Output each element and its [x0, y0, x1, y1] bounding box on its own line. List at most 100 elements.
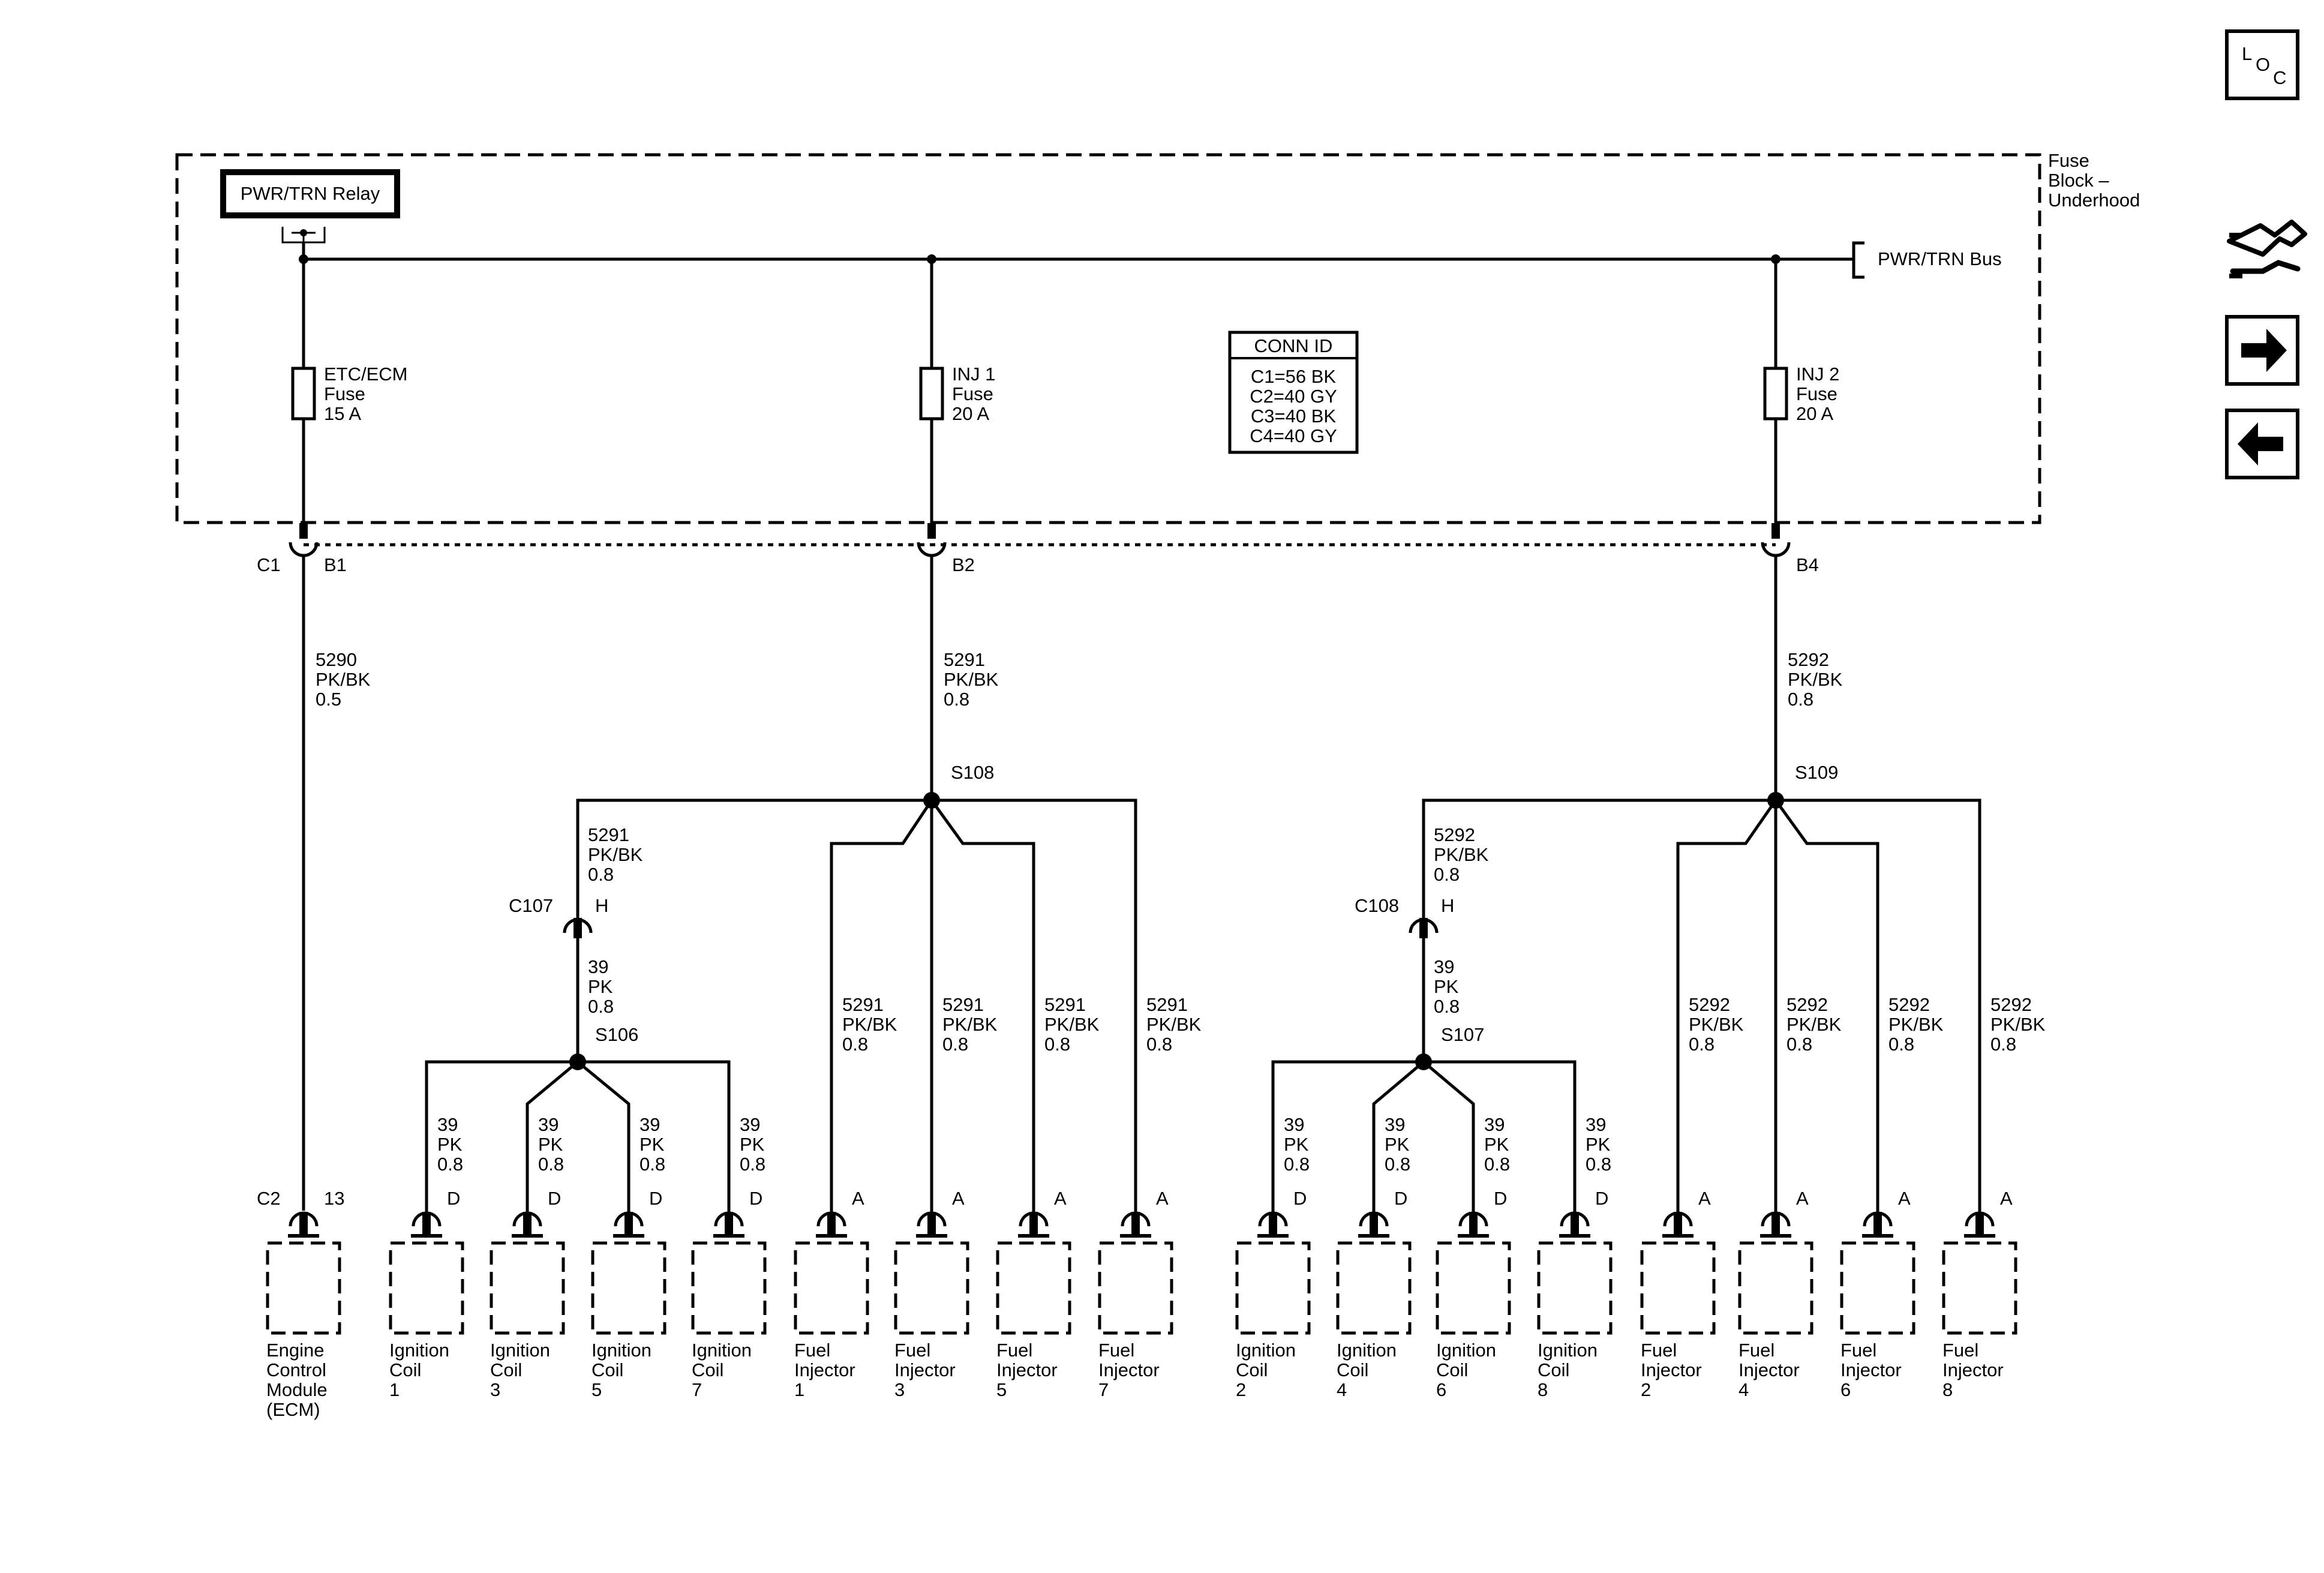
next-page-button[interactable] — [2225, 315, 2299, 386]
component-10-box — [1336, 1241, 1412, 1335]
component-2-label-3: 3 — [490, 1379, 500, 1400]
s108-branch-injector-5 — [930, 799, 1035, 1212]
component-2-wire-label-2: PK — [538, 1134, 563, 1155]
component-4-box — [691, 1241, 767, 1335]
component-12-label-2: Coil — [1538, 1359, 1569, 1380]
fuse-block-label-1: Fuse — [2048, 150, 2089, 171]
component-8-label-3: 7 — [1098, 1379, 1109, 1400]
component-3-pin-label: D — [649, 1188, 662, 1209]
s109-branch-injector-2 — [1676, 799, 1777, 1212]
component-2-pin-label: D — [548, 1188, 561, 1209]
component-3-label-2: Coil — [591, 1359, 623, 1380]
component-3-pin-block — [624, 1212, 633, 1236]
loc-letter-l: L — [2242, 43, 2252, 64]
connector-c107-label: C107 — [509, 895, 553, 916]
component-6-pin-block — [927, 1212, 936, 1236]
s107-feed-label-1: 39 — [1434, 956, 1454, 977]
component-16-wire-label-2: PK/BK — [1990, 1014, 2046, 1035]
conn-id-table: CONN ID C1=56 BK C2=40 GY C3=40 BK C4=40… — [1228, 331, 1359, 454]
ecm-pin-13-label: 13 — [324, 1188, 344, 1209]
component-0-box — [266, 1241, 341, 1335]
component-6-label-3: 3 — [894, 1379, 905, 1400]
connector-c108-label: C108 — [1355, 895, 1399, 916]
component-3-box — [591, 1241, 666, 1335]
s106-feed-label-1: 39 — [588, 956, 608, 977]
s107-branch-coil-6 — [1422, 1061, 1475, 1212]
wire-5291-label-3: 0.8 — [944, 689, 969, 710]
component-4-wire-label-3: 0.8 — [740, 1154, 765, 1175]
component-5-label-1: Fuel — [794, 1340, 830, 1361]
fuse-2-label-1: INJ 1 — [952, 364, 995, 385]
component-12-pin-label: D — [1595, 1188, 1608, 1209]
wiring-harness-icon[interactable] — [2227, 220, 2307, 278]
component-16-pin-block — [1975, 1212, 1984, 1236]
s109-branch-coils — [1422, 798, 1776, 918]
s108-branch-injector-7 — [932, 798, 1137, 1212]
component-7-label-2: Injector — [996, 1359, 1058, 1380]
wire-5290-label-3: 0.5 — [316, 689, 341, 710]
component-13-pin-block — [1674, 1212, 1682, 1236]
component-8-pin-block — [1131, 1212, 1140, 1236]
component-12-label-3: 8 — [1538, 1379, 1548, 1400]
component-14-wire-label-3: 0.8 — [1786, 1034, 1812, 1055]
c107-wire-label-1: 5291 — [588, 824, 629, 845]
component-6-wire-label-1: 5291 — [942, 994, 984, 1015]
conn-id-line-4: C4=40 GY — [1250, 425, 1337, 446]
fuse-2-label-2: Fuse — [952, 383, 993, 404]
splice-s108-label: S108 — [951, 762, 994, 783]
component-5-wire-label-2: PK/BK — [842, 1014, 897, 1035]
s106-branch-coil-7 — [578, 1060, 731, 1212]
component-6-box — [894, 1241, 969, 1335]
component-1-wire-label-2: PK — [437, 1134, 463, 1155]
component-10-pin-block — [1370, 1212, 1378, 1236]
component-2-label-1: Ignition — [490, 1340, 550, 1361]
loc-button[interactable]: L O C — [2225, 29, 2299, 100]
component-10-label-1: Ignition — [1337, 1340, 1397, 1361]
component-12-box — [1537, 1241, 1613, 1335]
component-14-wire-label-1: 5292 — [1786, 994, 1828, 1015]
s106-branch-coil-3 — [526, 1061, 579, 1212]
component-9-label-2: Coil — [1236, 1359, 1268, 1380]
component-9-label-1: Ignition — [1236, 1340, 1296, 1361]
component-16-label-1: Fuel — [1942, 1340, 1978, 1361]
component-16-wire-label-3: 0.8 — [1990, 1034, 2016, 1055]
previous-page-button[interactable] — [2225, 409, 2299, 479]
conn-id-line-1: C1=56 BK — [1251, 366, 1337, 387]
pin-b4-label: B4 — [1796, 554, 1819, 575]
component-0-label-3: Module — [266, 1379, 328, 1400]
connector-c1-b4 — [1761, 523, 1791, 557]
conn-id-line-2: C2=40 GY — [1250, 386, 1337, 407]
pwr-trn-bus-label: PWR/TRN Bus — [1878, 248, 2002, 269]
component-2-label-2: Coil — [490, 1359, 522, 1380]
component-14-pin-label: A — [1796, 1188, 1809, 1209]
wire-5292-label-3: 0.8 — [1788, 689, 1813, 710]
component-5-pin-label: A — [852, 1188, 864, 1209]
component-7-pin-label: A — [1054, 1188, 1067, 1209]
component-8-box — [1098, 1241, 1173, 1335]
component-11-pin-block — [1469, 1212, 1478, 1236]
component-16-label-2: Injector — [1942, 1359, 2004, 1380]
arrow-right-icon — [2241, 329, 2287, 372]
component-7-wire-label-2: PK/BK — [1044, 1014, 1100, 1035]
c108-wire-label-1: 5292 — [1434, 824, 1475, 845]
component-12-wire-label-2: PK — [1586, 1134, 1611, 1155]
component-14-pin-block — [1771, 1212, 1780, 1236]
c107-pin-h: H — [595, 895, 608, 916]
conn-id-line-3: C3=40 BK — [1251, 406, 1337, 427]
component-8-wire-label-2: PK/BK — [1146, 1014, 1202, 1035]
component-8-label-2: Injector — [1098, 1359, 1160, 1380]
bus-connector-bracket — [1852, 241, 1864, 279]
connector-c107 — [563, 918, 593, 938]
component-1-pin-label: D — [447, 1188, 460, 1209]
loc-letter-o: O — [2256, 54, 2270, 75]
s109-branch-injector-8 — [1776, 798, 1981, 1212]
component-2-wire-label-3: 0.8 — [538, 1154, 564, 1175]
component-1-label-2: Coil — [389, 1359, 421, 1380]
component-10-label-3: 4 — [1337, 1379, 1347, 1400]
component-3-label-1: Ignition — [591, 1340, 651, 1361]
component-9-wire-label-2: PK — [1284, 1134, 1309, 1155]
component-10-wire-label-2: PK — [1385, 1134, 1410, 1155]
component-5-pin-block — [827, 1212, 836, 1236]
component-13-label-2: Injector — [1641, 1359, 1702, 1380]
s107-branch-coil-8 — [1424, 1060, 1577, 1212]
